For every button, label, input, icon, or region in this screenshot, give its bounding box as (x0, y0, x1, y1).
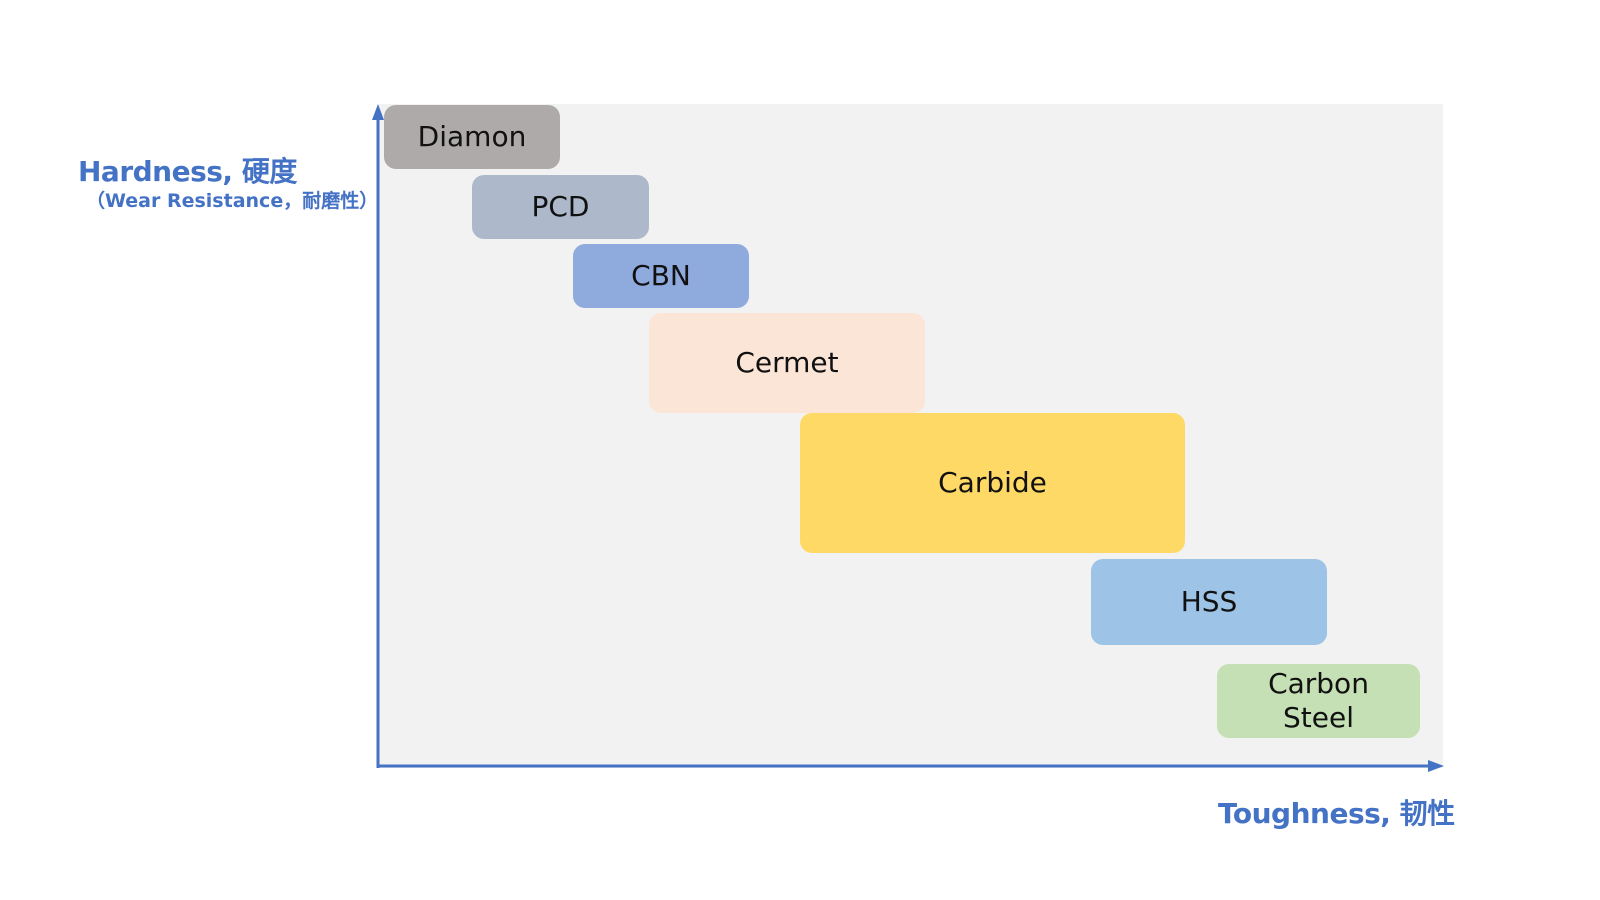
material-carbon-steel: Carbon Steel (1217, 664, 1420, 738)
material-cbn: CBN (573, 244, 749, 308)
y-axis-arrow (372, 104, 384, 120)
material-label: HSS (1180, 585, 1238, 619)
material-diamond: Diamon (384, 105, 560, 169)
x-axis-arrow (1428, 760, 1444, 772)
material-label: Diamon (417, 120, 527, 154)
x-axis-title: Toughness, 韧性 (1218, 797, 1455, 830)
y-axis-subtitle: （Wear Resistance，耐磨性） (86, 190, 379, 212)
material-label: Carbide (938, 466, 1047, 500)
material-carbide: Carbide (800, 413, 1185, 553)
material-label: Carbon Steel (1268, 667, 1369, 734)
material-label: Cermet (735, 346, 839, 380)
material-label: CBN (631, 259, 691, 293)
material-pcd: PCD (472, 175, 649, 239)
material-label: PCD (531, 190, 590, 224)
material-cermet: Cermet (649, 313, 925, 413)
y-axis-title: Hardness, 硬度 (78, 155, 297, 188)
material-hss: HSS (1091, 559, 1327, 645)
